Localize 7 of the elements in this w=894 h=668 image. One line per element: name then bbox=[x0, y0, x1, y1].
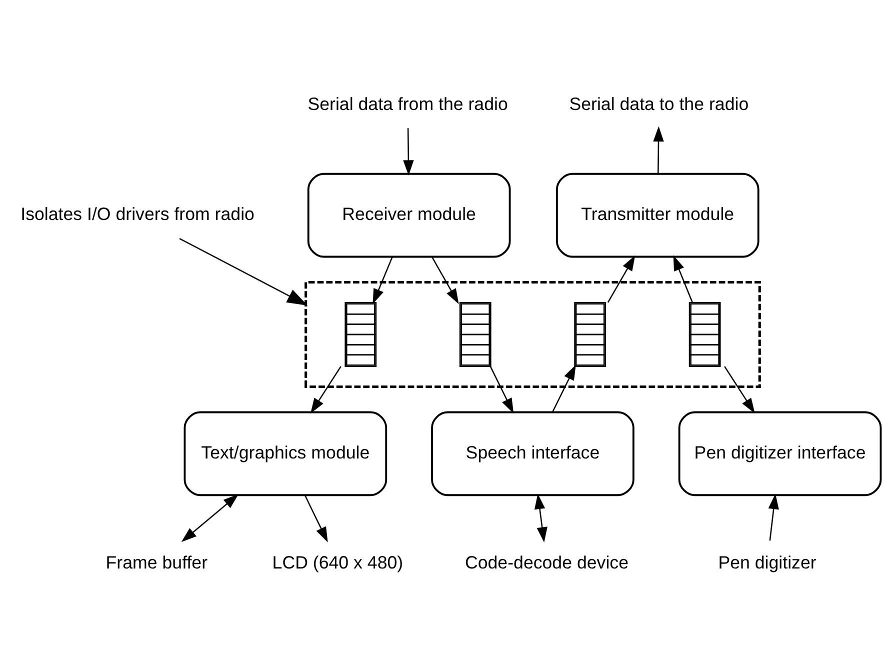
node-text: Frame buffer bbox=[106, 552, 208, 572]
node-text: LCD (640 x 480) bbox=[272, 552, 404, 572]
node-text: Pen digitizer bbox=[718, 552, 816, 572]
node-text: Serial data to the radio bbox=[569, 93, 749, 114]
node-text: Isolates I/O drivers from radio bbox=[20, 204, 254, 224]
node-text: Code-decode device bbox=[464, 552, 629, 572]
node-text: Serial data from the radio bbox=[308, 93, 508, 114]
